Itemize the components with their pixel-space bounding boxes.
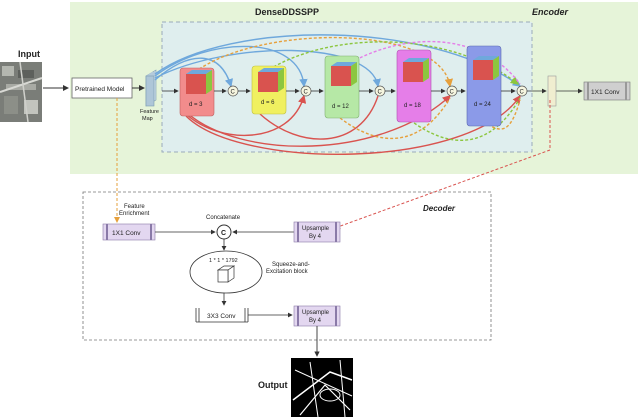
block-d12: d = 12 [324, 55, 360, 119]
encoder-to-decoder-arrow [334, 100, 551, 230]
concat-circle-3: C [374, 85, 386, 97]
block-d3-label: d = 3 [189, 102, 203, 108]
feature-map-icon [145, 69, 162, 107]
se-dims-label: 1 * 1 * 1792 [209, 258, 238, 264]
svg-text:C: C [231, 90, 236, 96]
block-d6-label: d = 6 [261, 100, 275, 106]
svg-text:C: C [450, 90, 455, 96]
upsample-2-line-2: By 4 [309, 318, 322, 324]
block-d3: d = 3 [179, 67, 215, 117]
decoder-concat-circle: C [216, 224, 232, 240]
feature-enrichment-label-2: Enrichment [119, 211, 150, 217]
block-d18-label: d = 18 [404, 103, 422, 109]
svg-text:C: C [378, 90, 383, 96]
input-label: Input [18, 49, 40, 59]
conv3x3-box: 3X3 Conv [195, 308, 249, 323]
encoder-conv1x1-label: 1X1 Conv [591, 89, 620, 96]
encoder-title: Encoder [532, 7, 569, 17]
decoder-conv1x1-label: 1X1 Conv [112, 230, 141, 237]
block-d6: d = 6 [251, 65, 287, 115]
block-d24: d = 24 [466, 45, 502, 127]
pretrained-model-label: Pretrained Model [75, 86, 125, 93]
conv3x3-label: 3X3 Conv [207, 313, 236, 320]
dense-ddsspp-title: DenseDDSSPP [255, 7, 319, 17]
upsample-1-line-1: Upsample [302, 226, 330, 232]
input-image [0, 61, 43, 123]
upsample-box-2: Upsample By 4 [293, 305, 341, 327]
decoder-conv1x1-box: 1X1 Conv [102, 223, 156, 241]
concat-circle-1: C [227, 85, 239, 97]
concat-circle-5: C [516, 85, 528, 97]
block-d18: d = 18 [396, 49, 432, 123]
concatenate-label: Concatenate [206, 215, 241, 221]
feature-map-label-1: Feature [140, 109, 159, 115]
output-image [291, 358, 353, 417]
upsample-box-1: Upsample By 4 [293, 221, 341, 243]
svg-text:C: C [520, 90, 525, 96]
feature-map-label-2: Map [142, 116, 153, 122]
decoder-title: Decoder [423, 204, 456, 213]
upsample-1-line-2: By 4 [309, 234, 322, 240]
feature-enrichment-label-1: Feature [124, 204, 145, 210]
svg-text:C: C [221, 230, 226, 237]
concat-circle-4: C [446, 85, 458, 97]
block-d24-label: d = 24 [474, 102, 492, 108]
se-cube-icon [216, 265, 236, 283]
encoder-concat-output [547, 75, 557, 107]
upsample-2-line-1: Upsample [302, 310, 330, 316]
se-block-label-1: Squeeze-and- [272, 262, 310, 268]
output-label: Output [258, 380, 288, 390]
concat-circle-2: C [300, 85, 312, 97]
encoder-conv1x1-box: 1X1 Conv [583, 81, 631, 101]
se-block-label-2: Excitation block [266, 269, 309, 275]
block-d12-label: d = 12 [332, 104, 350, 110]
svg-text:C: C [304, 90, 309, 96]
